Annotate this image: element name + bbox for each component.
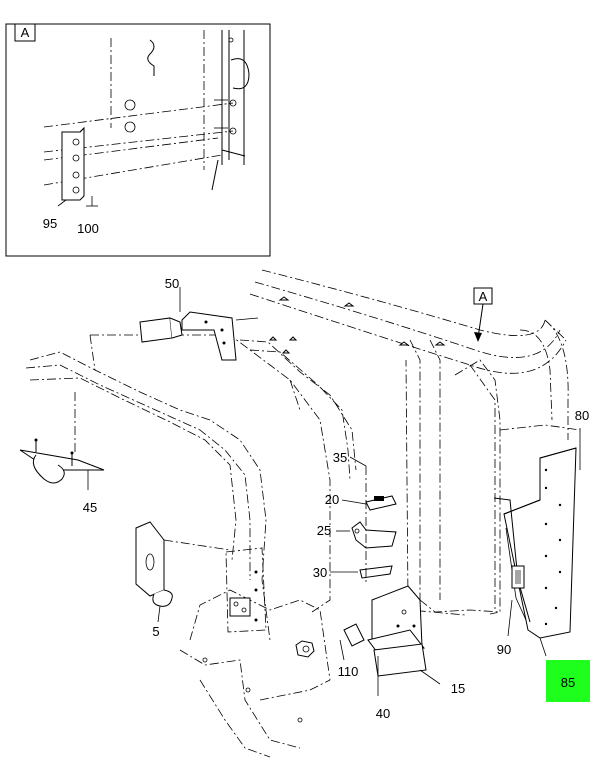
callout-110: 110 [338, 664, 359, 679]
callout-85: 85 [561, 675, 575, 690]
callout-80: 80 [575, 408, 589, 423]
main-assembly: A [19, 269, 581, 758]
callout-25: 25 [317, 523, 331, 538]
roof-fasteners [268, 296, 446, 354]
callout-40: 40 [376, 706, 390, 721]
callout-20: 20 [325, 492, 339, 507]
part-25-bracket [351, 521, 397, 549]
callout-5: 5 [152, 624, 159, 639]
callout-labels: 50 80 45 35 20 25 30 5 90 110 15 40 85 [83, 276, 590, 721]
callout-85-highlight [546, 660, 590, 702]
callout-100: 100 [77, 221, 99, 236]
callout-35: 35 [333, 450, 347, 465]
part-85-trim-panel [493, 447, 577, 639]
callout-30: 30 [313, 565, 327, 580]
detail-view-a: A 9 [5, 23, 271, 257]
part-50-bracket [139, 311, 259, 361]
part-45-bracket [19, 438, 105, 484]
bracket-95-detail [61, 126, 85, 201]
view-reference-arrow [477, 303, 484, 339]
part-15-mount [343, 585, 427, 677]
callout-45: 45 [83, 500, 97, 515]
lower-hinge-plate [202, 547, 315, 723]
part-20-clip [365, 495, 397, 511]
view-reference-label: A [479, 289, 488, 304]
detail-label-box [14, 23, 36, 42]
part-5-bracket [135, 521, 173, 607]
callout-90: 90 [497, 642, 511, 657]
callout-50: 50 [165, 276, 179, 291]
detail-label: A [21, 25, 30, 40]
part-30-shim [359, 565, 393, 579]
callout-15: 15 [451, 681, 465, 696]
callout-95: 95 [43, 216, 57, 231]
